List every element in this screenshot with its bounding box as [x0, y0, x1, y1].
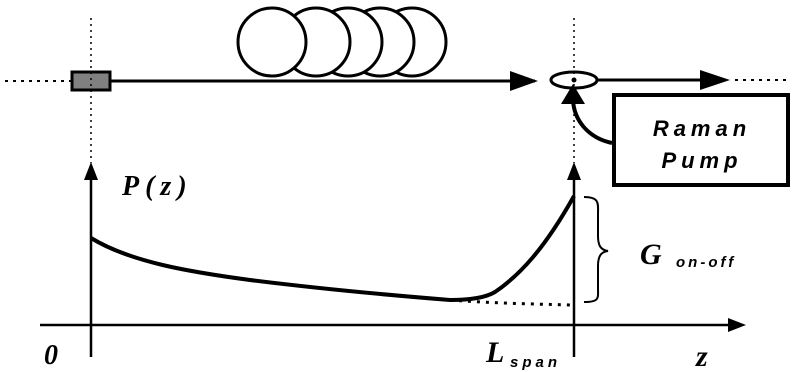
spool-loop — [236, 6, 308, 78]
span-length-label: L — [485, 336, 504, 369]
signal-source-block — [70, 70, 112, 92]
gain-subscript: on-off — [676, 254, 736, 271]
gain-brace — [583, 196, 609, 303]
gain-label: G — [640, 238, 662, 271]
origin-label: 0 — [44, 340, 58, 371]
span-axis-arrowhead — [567, 162, 581, 180]
pump-feed-arrowhead — [561, 84, 585, 104]
fiber-arrowhead-2 — [700, 70, 730, 90]
z-axis-arrowhead — [728, 318, 746, 332]
power-curve-unpumped — [449, 298, 573, 307]
raman-pump-label-line2: Pump — [661, 148, 742, 173]
z-axis-label: z — [695, 340, 708, 372]
fiber-arrowhead-1 — [510, 71, 538, 91]
power-axis-label: P(z) — [121, 171, 193, 202]
p-axis-arrowhead — [84, 162, 98, 180]
pump-feed-line — [571, 99, 613, 145]
raman-pump: Raman Pump — [561, 84, 790, 187]
raman-pump-box — [612, 93, 790, 187]
raman-pump-label-line1: Raman — [653, 116, 751, 141]
span-length-subscript: span — [510, 354, 561, 371]
plot-axes — [40, 162, 746, 357]
fiber-spool — [236, 6, 448, 78]
power-curve-with-raman — [89, 195, 576, 303]
